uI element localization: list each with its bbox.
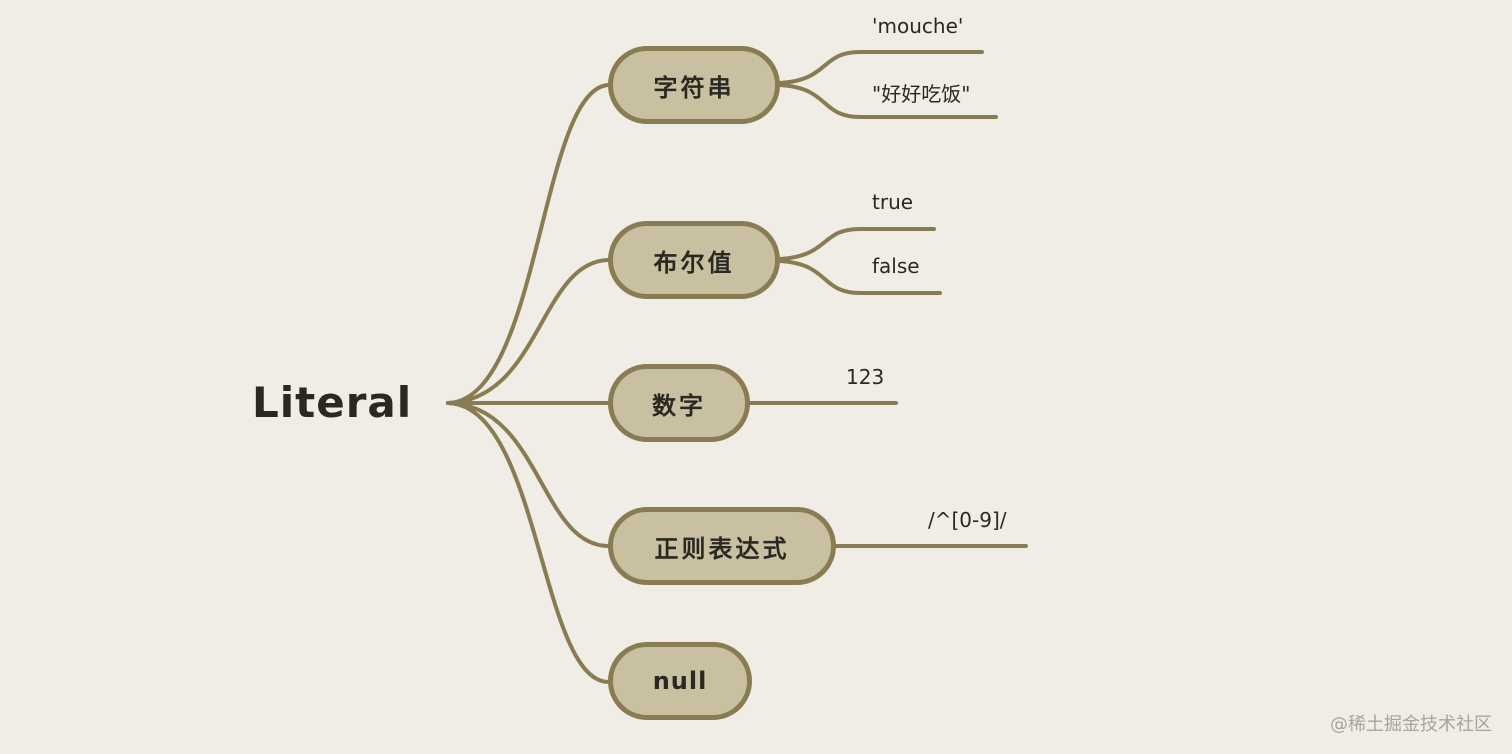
branch-node-string: 字符串: [608, 46, 780, 124]
link-string-leaf-1: [778, 50, 984, 85]
link-boolean-leaf-1: [778, 227, 936, 261]
leaf-boolean-false: false: [872, 254, 920, 278]
link-boolean-leaf-2: [778, 259, 942, 295]
leaf-string-chinese: "好好吃饭": [872, 82, 971, 106]
link-root-regex: [446, 401, 610, 548]
leaf-regex-pattern: /^[0-9]/: [928, 508, 1007, 532]
watermark: @稀土掘金技术社区: [1330, 714, 1492, 735]
leaf-boolean-true: true: [872, 190, 914, 214]
link-root-string: [446, 83, 610, 405]
branch-node-regex: 正则表达式: [608, 507, 836, 585]
leaf-number-123: 123: [846, 365, 885, 389]
branch-node-boolean: 布尔值: [608, 221, 780, 299]
branch-node-null: null: [608, 642, 752, 720]
leaf-string-mouche: 'mouche': [872, 14, 964, 38]
link-string-leaf-2: [778, 83, 998, 119]
link-root-boolean: [446, 258, 610, 405]
branch-node-number: 数字: [608, 364, 750, 442]
link-root-null: [446, 401, 610, 684]
root-node-literal: Literal: [252, 378, 413, 427]
